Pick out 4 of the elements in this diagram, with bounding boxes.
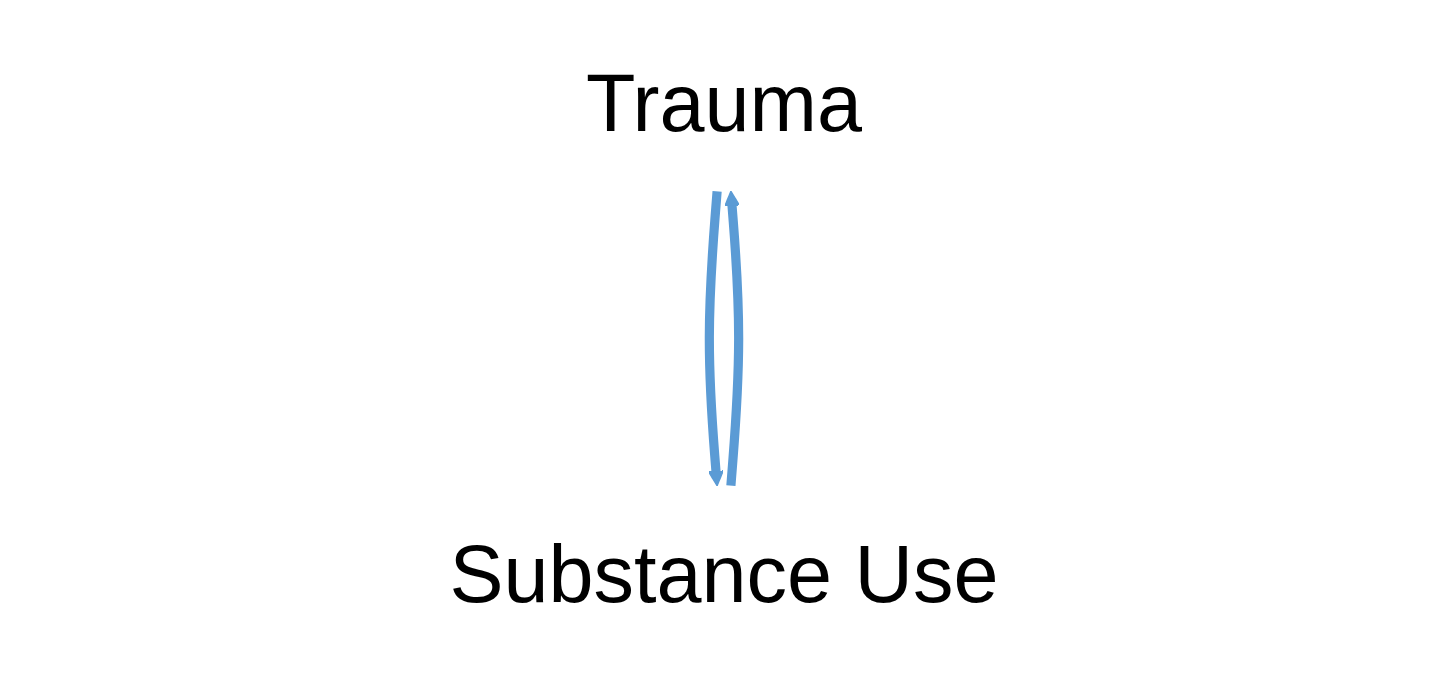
node-text: Trauma <box>586 57 862 148</box>
node-text: Substance Use <box>449 527 999 619</box>
arrow <box>704 190 725 487</box>
arrow <box>723 190 744 487</box>
